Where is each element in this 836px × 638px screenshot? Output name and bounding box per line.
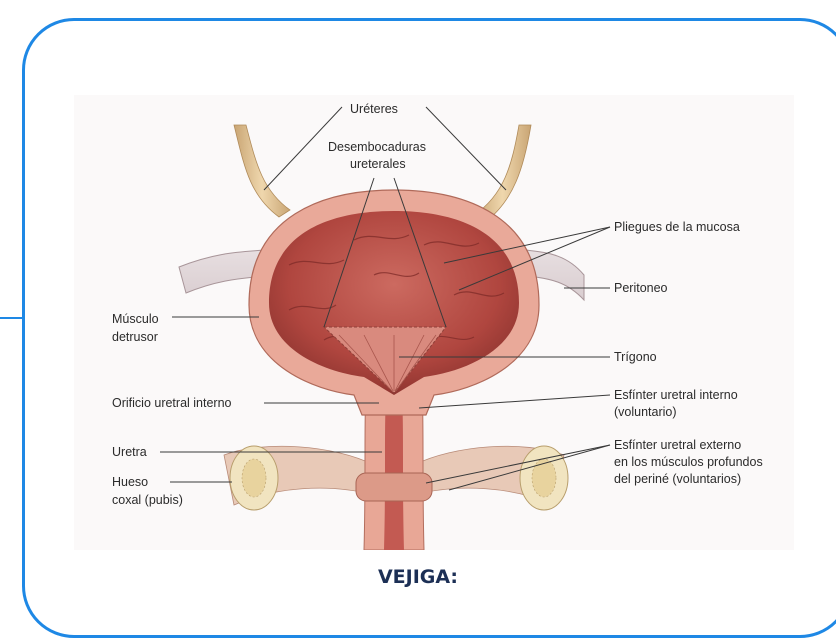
bladder-diagram-svg: Uréteres Desembocaduras ureterales Plieg… <box>74 95 794 550</box>
label-ureteres: Uréteres <box>350 102 398 116</box>
label-esfinter-int-2: (voluntario) <box>614 405 677 419</box>
label-orificio: Orificio uretral interno <box>112 396 232 410</box>
leader-ureteres-right <box>426 107 506 190</box>
label-hueso-2: coxal (pubis) <box>112 493 183 507</box>
label-desembocaduras-1: Desembocaduras <box>328 140 426 154</box>
label-musculo-2: detrusor <box>112 330 158 344</box>
label-uretra: Uretra <box>112 445 147 459</box>
label-desembocaduras-2: ureterales <box>350 157 406 171</box>
bladder-illustration: Uréteres Desembocaduras ureterales Plieg… <box>74 95 794 550</box>
label-esfinter-ext-3: del periné (voluntarios) <box>614 472 741 486</box>
left-pubic-bone <box>224 446 374 510</box>
label-pliegues: Pliegues de la mucosa <box>614 220 740 234</box>
external-sphincter <box>356 473 432 501</box>
label-hueso-1: Hueso <box>112 475 148 489</box>
frame-side-tick <box>0 317 22 319</box>
label-peritoneo: Peritoneo <box>614 281 668 295</box>
caption-title: VEJIGA: <box>0 566 836 588</box>
label-esfinter-ext-1: Esfínter uretral externo <box>614 438 741 452</box>
label-trigono: Trígono <box>614 350 657 364</box>
label-esfinter-ext-2: en los músculos profundos <box>614 455 763 469</box>
label-musculo-1: Músculo <box>112 312 159 326</box>
leader-esfinter-int <box>419 395 610 408</box>
label-esfinter-int-1: Esfínter uretral interno <box>614 388 738 402</box>
